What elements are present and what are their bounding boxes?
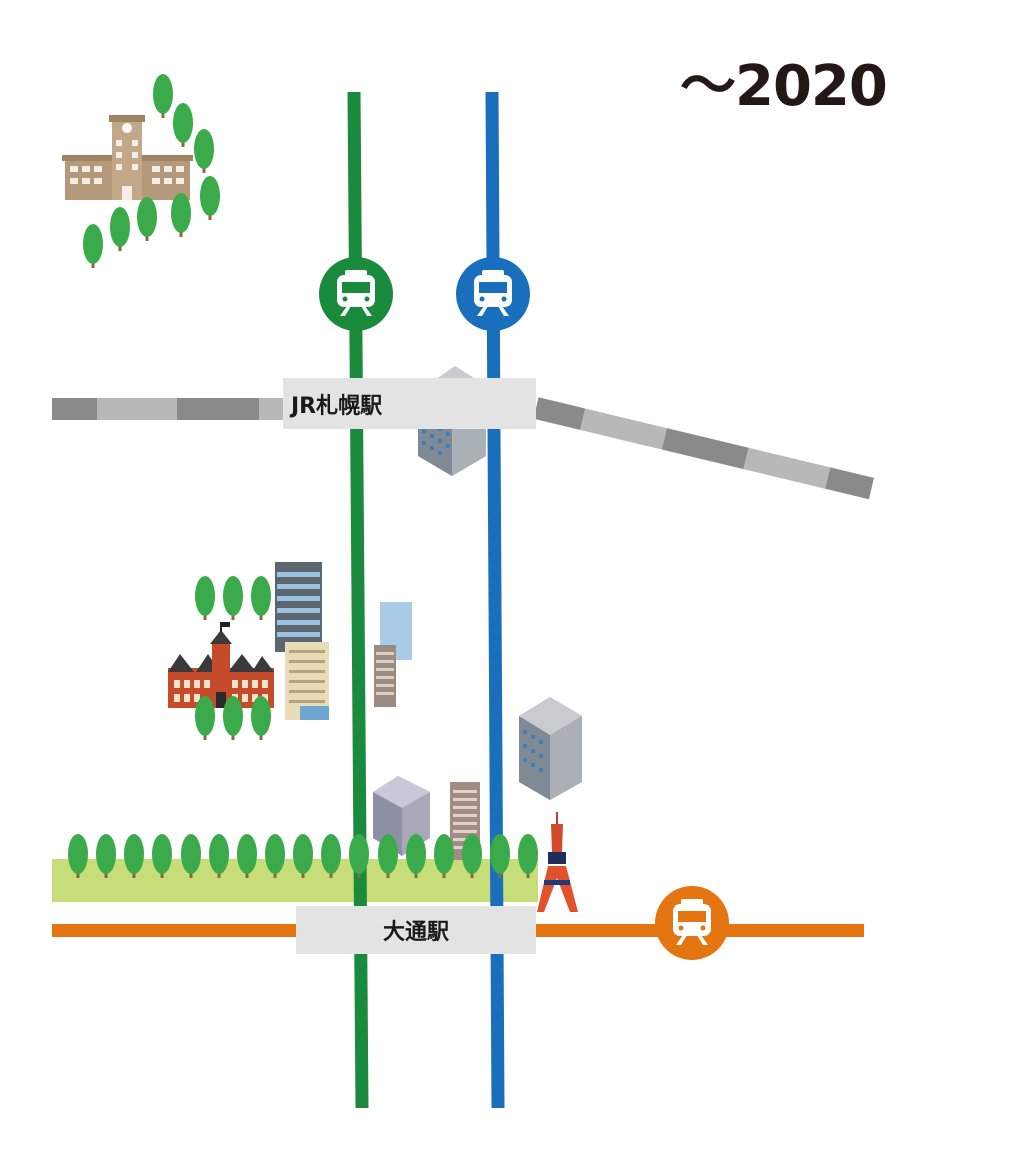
namboku-line: [347, 91, 369, 1109]
odori-station-label: 大通駅: [296, 906, 536, 954]
office-building-icon: [374, 602, 412, 707]
jr-sapporo-station-label: JR札幌駅: [283, 378, 536, 429]
tv-tower-icon: [537, 812, 578, 912]
jr-track-east: [533, 397, 875, 500]
clock-tower-icon: [168, 622, 274, 708]
park-trees: [68, 834, 538, 878]
year-label: ～2020: [680, 54, 888, 119]
jr-track-west: [52, 398, 285, 420]
blue-train-icon: [456, 257, 530, 331]
orange-train-icon: [655, 886, 729, 960]
university-building-icon: [62, 115, 193, 200]
tozai-line-west: [52, 924, 298, 937]
toho-line: [485, 91, 505, 1109]
office-building-icon: [275, 562, 329, 720]
green-train-icon: [319, 257, 393, 331]
office-building-icon: [519, 697, 582, 800]
clock-icon: [122, 123, 132, 133]
